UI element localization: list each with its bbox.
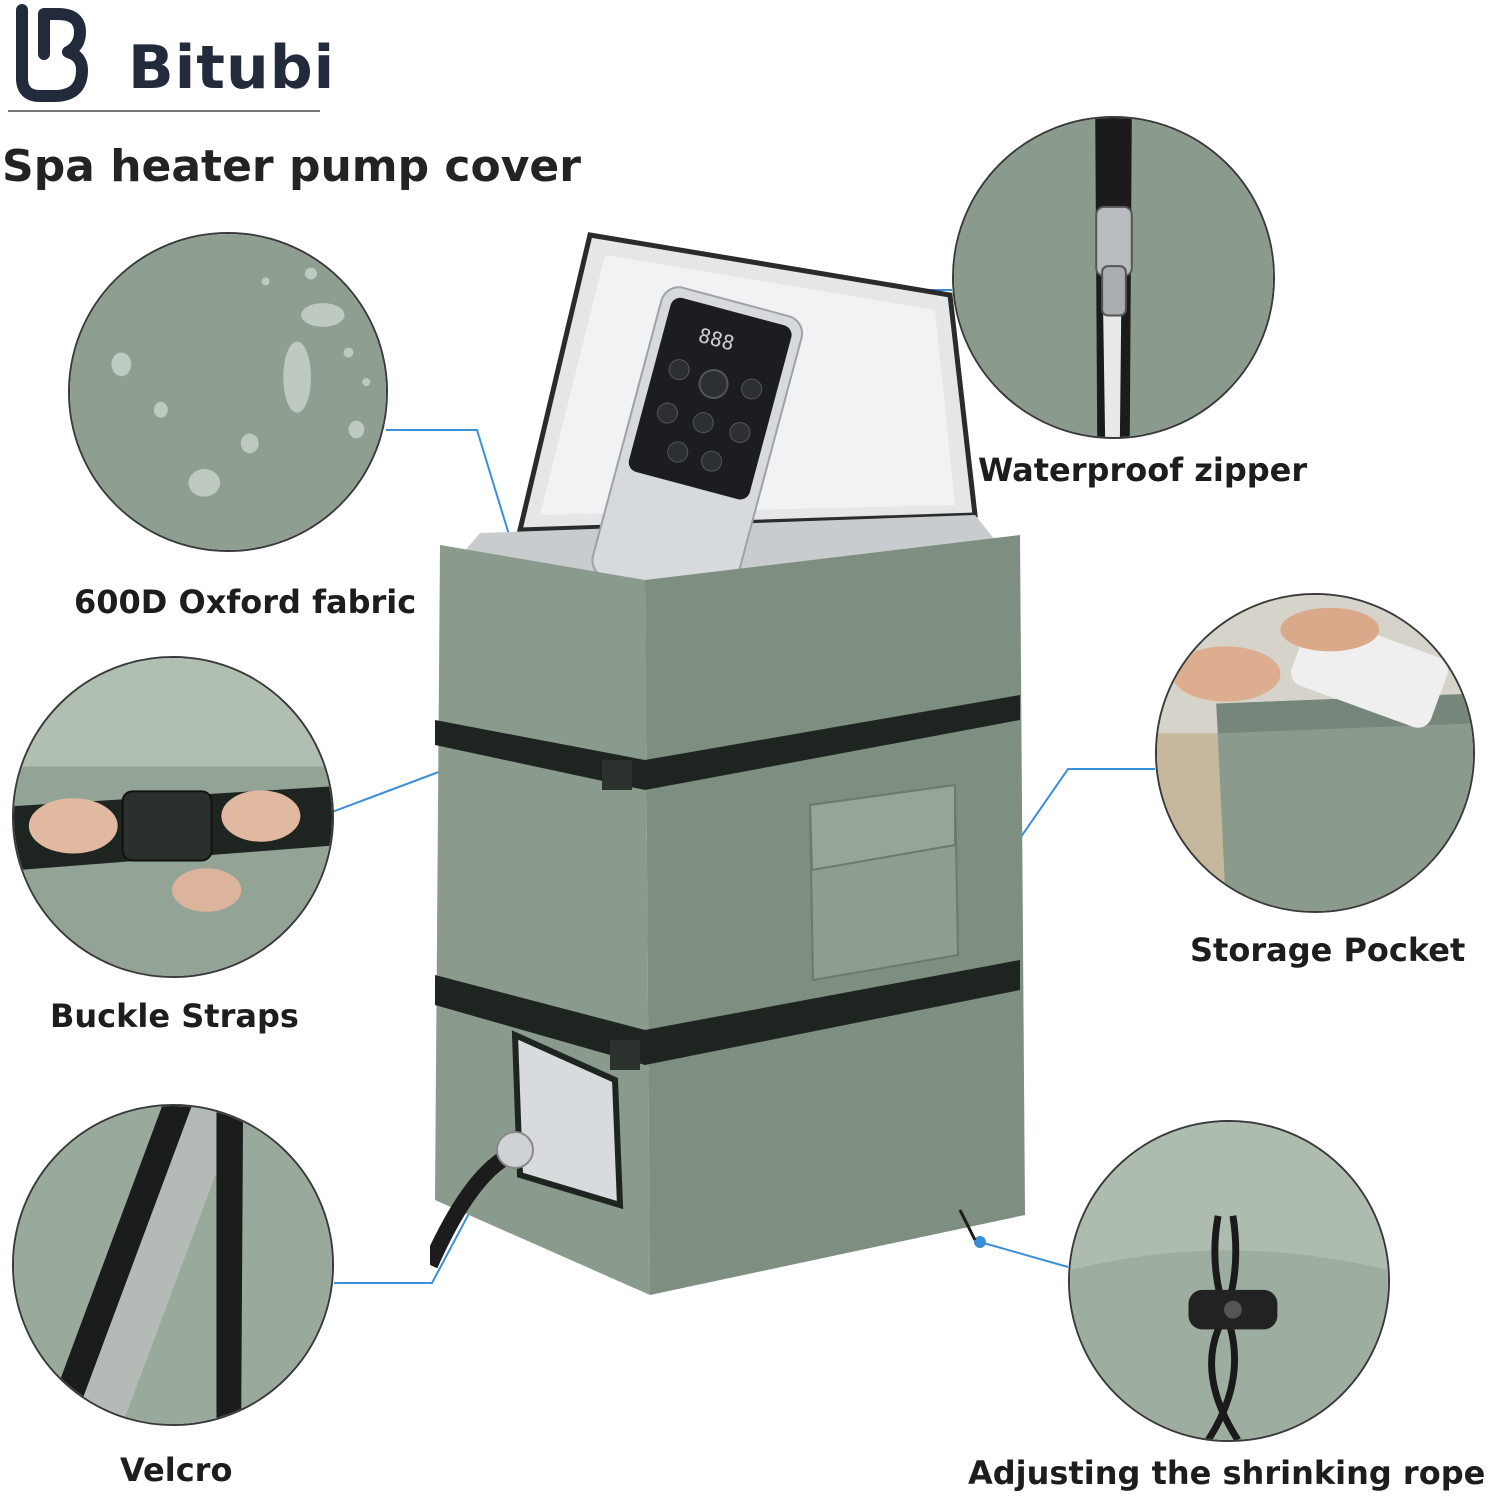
brand-divider: [8, 110, 320, 112]
spa-pump-cover-illustration: 888: [422, 215, 1030, 1315]
feature-circle-zipper: [952, 116, 1275, 439]
velcro-icon: [14, 1106, 332, 1424]
feature-circle-velcro: [12, 1104, 334, 1426]
product-title: Spa heater pump cover: [2, 141, 581, 192]
feature-label-velcro: Velcro: [120, 1451, 233, 1489]
feature-circle-pocket: [1155, 593, 1475, 913]
brand-name: Bitubi: [128, 33, 336, 103]
water-droplets-icon: [70, 234, 386, 550]
zipper-icon: [954, 118, 1273, 437]
feature-circle-rope: [1068, 1120, 1390, 1442]
pocket-icon: [1157, 595, 1473, 911]
drawstring-icon: [1070, 1122, 1388, 1440]
feature-circle-buckle: [12, 656, 334, 978]
feature-circle-fabric: [68, 232, 388, 552]
feature-label-rope: Adjusting the shrinking rope: [968, 1454, 1486, 1492]
buckle-icon: [14, 658, 332, 976]
feature-label-buckle: Buckle Straps: [50, 997, 299, 1035]
brand-logo: [8, 4, 88, 104]
bitubi-logo-icon: [16, 4, 88, 102]
feature-label-pocket: Storage Pocket: [1190, 931, 1466, 969]
feature-label-fabric: 600D Oxford fabric: [74, 583, 417, 621]
feature-label-zipper: Waterproof zipper: [978, 451, 1308, 489]
